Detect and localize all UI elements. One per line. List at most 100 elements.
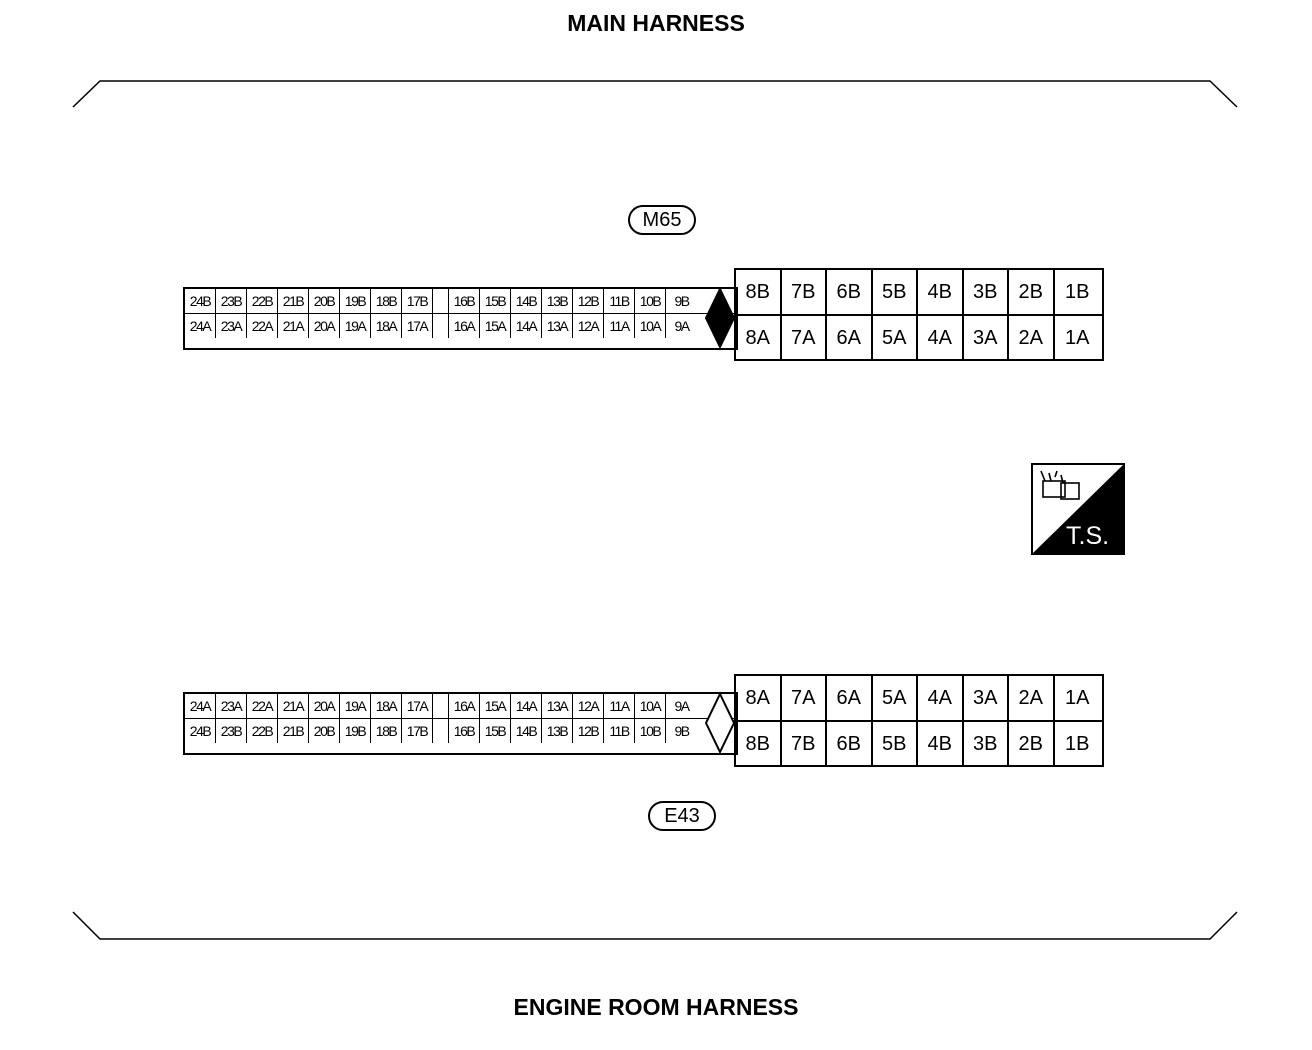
frame-bottom-line: [72, 911, 1238, 940]
key-outline-shape: [704, 692, 736, 754]
terminal-cell: 6B: [827, 270, 873, 314]
terminal-cell: 8B: [736, 270, 782, 314]
terminal-cell: 19B: [340, 719, 371, 743]
terminal-cell: 1B: [1065, 281, 1090, 303]
terminal-cell: 8B: [736, 722, 782, 766]
connector-icon: [1040, 470, 1080, 500]
terminal-cell: 16B: [449, 719, 480, 743]
terminal-cell: 20A: [309, 694, 340, 718]
terminal-cell: 2B: [1009, 722, 1055, 766]
terminal-cell: 3A: [964, 676, 1009, 720]
terminal-cell: 7A: [782, 676, 827, 720]
terminal-cell: 11B: [604, 289, 635, 313]
ts-label: T.S.: [1066, 522, 1110, 550]
terminal-cell: 5B: [873, 270, 918, 314]
terminal-cell: 15B: [480, 719, 511, 743]
terminal-cell: 14A: [511, 694, 542, 718]
terminal-cell: 6A: [827, 676, 873, 720]
terminal-spacer: [433, 719, 449, 743]
terminal-cell: 12B: [573, 719, 604, 743]
terminal-cell: 10A: [635, 314, 666, 338]
terminal-cell: 12B: [573, 289, 604, 313]
terminal-cell: 23A: [216, 694, 247, 718]
main-harness-title: MAIN HARNESS: [567, 10, 745, 36]
terminal-cell: 21B: [278, 289, 309, 313]
terminal-cell: 4B: [918, 722, 964, 766]
terminal-cell: 13A: [542, 694, 573, 718]
terminal-cell: 5A: [873, 316, 918, 360]
terminal-spacer: [433, 314, 449, 338]
terminal-cell: 17A: [402, 694, 433, 718]
terminal-cell: 12A: [573, 694, 604, 718]
terminal-cell: 9A: [674, 698, 690, 714]
terminal-cell: 10B: [635, 289, 666, 313]
terminal-cell: 11A: [604, 314, 635, 338]
terminal-cell: 20B: [309, 719, 340, 743]
terminal-cell: 11B: [604, 719, 635, 743]
connector-id-e43: E43: [648, 801, 716, 831]
terminal-cell: 24B: [185, 719, 216, 743]
terminal-cell: 10A: [635, 694, 666, 718]
terminal-cell: 22B: [247, 719, 278, 743]
terminal-cell: 7A: [782, 316, 827, 360]
terminal-cell: 16B: [449, 289, 480, 313]
terminal-cell: 5A: [873, 676, 918, 720]
terminal-cell: 14A: [511, 314, 542, 338]
terminal-cell: 6B: [827, 722, 873, 766]
terminal-cell: 21B: [278, 719, 309, 743]
terminal-cell: 9B: [674, 293, 690, 309]
terminal-cell: 4B: [918, 270, 964, 314]
terminal-cell: 21A: [278, 314, 309, 338]
terminal-cell: 1A: [1065, 687, 1090, 709]
terminal-cell: 15B: [480, 289, 511, 313]
terminal-cell: 20A: [309, 314, 340, 338]
terminal-cell: 2A: [1009, 316, 1055, 360]
terminal-cell: 17B: [402, 719, 433, 743]
terminal-cell: 18B: [371, 719, 402, 743]
terminal-cell: 13B: [542, 719, 573, 743]
terminal-cell: 24A: [185, 314, 216, 338]
terminal-cell: 8A: [736, 676, 782, 720]
terminal-cell: 21A: [278, 694, 309, 718]
m65-key-diamond: [704, 287, 736, 349]
terminal-cell: 24B: [185, 289, 216, 313]
terminal-cell: 9B: [674, 723, 690, 739]
terminal-cell: 16A: [449, 314, 480, 338]
terminal-cell: 19A: [340, 694, 371, 718]
terminal-cell: 19A: [340, 314, 371, 338]
frame-top-line: [72, 80, 1238, 108]
terminal-cell: 12A: [573, 314, 604, 338]
terminal-cell: 8A: [736, 316, 782, 360]
terminal-cell: 3B: [964, 722, 1009, 766]
terminal-cell: 18A: [371, 694, 402, 718]
terminal-cell: 22A: [247, 314, 278, 338]
terminal-cell: 23B: [216, 719, 247, 743]
terminal-spacer: [433, 289, 449, 313]
terminal-cell: 15A: [480, 314, 511, 338]
engine-room-harness-title: ENGINE ROOM HARNESS: [513, 994, 799, 1020]
terminal-cell: 22A: [247, 694, 278, 718]
terminal-cell: 2A: [1009, 676, 1055, 720]
terminal-cell: 9A: [674, 318, 690, 334]
terminal-cell: 15A: [480, 694, 511, 718]
ts-badge: [1031, 463, 1125, 555]
terminal-cell: 7B: [782, 270, 827, 314]
terminal-cell: 19B: [340, 289, 371, 313]
terminal-spacer: [433, 694, 449, 718]
terminal-cell: 6A: [827, 316, 873, 360]
terminal-cell: 18B: [371, 289, 402, 313]
terminal-cell: 23B: [216, 289, 247, 313]
terminal-cell: 14B: [511, 289, 542, 313]
